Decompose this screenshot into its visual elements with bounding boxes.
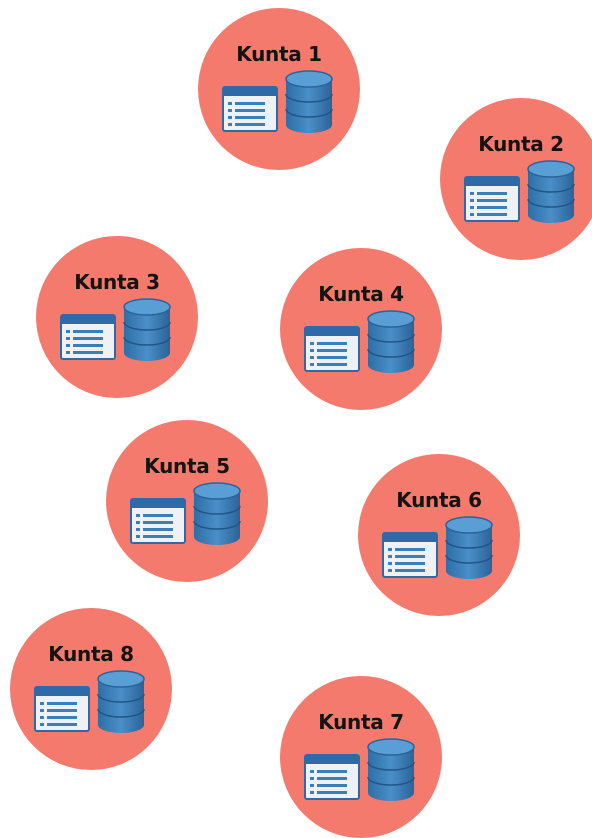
node-label: Kunta 3 (74, 270, 160, 294)
node-kunta-6: Kunta 6 (358, 454, 520, 616)
database-icon (122, 298, 172, 362)
node-kunta-8: Kunta 8 (10, 608, 172, 770)
database-icon (284, 70, 334, 134)
node-kunta-1: Kunta 1 (198, 8, 360, 170)
app-window-icon (382, 532, 438, 578)
node-label: Kunta 1 (236, 42, 322, 66)
node-label: Kunta 8 (48, 642, 134, 666)
database-icon (366, 310, 416, 374)
database-icon (526, 160, 576, 224)
node-kunta-4: Kunta 4 (280, 248, 442, 410)
database-icon (96, 670, 146, 734)
node-kunta-2: Kunta 2 (440, 98, 592, 260)
node-label: Kunta 2 (478, 132, 564, 156)
database-icon (444, 516, 494, 580)
app-window-icon (464, 176, 520, 222)
database-icon (192, 482, 242, 546)
node-label: Kunta 4 (318, 282, 404, 306)
node-kunta-5: Kunta 5 (106, 420, 268, 582)
database-icon (366, 738, 416, 802)
node-kunta-7: Kunta 7 (280, 676, 442, 838)
node-label: Kunta 5 (144, 454, 230, 478)
app-window-icon (130, 498, 186, 544)
node-label: Kunta 6 (396, 488, 482, 512)
node-label: Kunta 7 (318, 710, 404, 734)
app-window-icon (304, 754, 360, 800)
node-kunta-3: Kunta 3 (36, 236, 198, 398)
app-window-icon (222, 86, 278, 132)
app-window-icon (60, 314, 116, 360)
app-window-icon (304, 326, 360, 372)
app-window-icon (34, 686, 90, 732)
